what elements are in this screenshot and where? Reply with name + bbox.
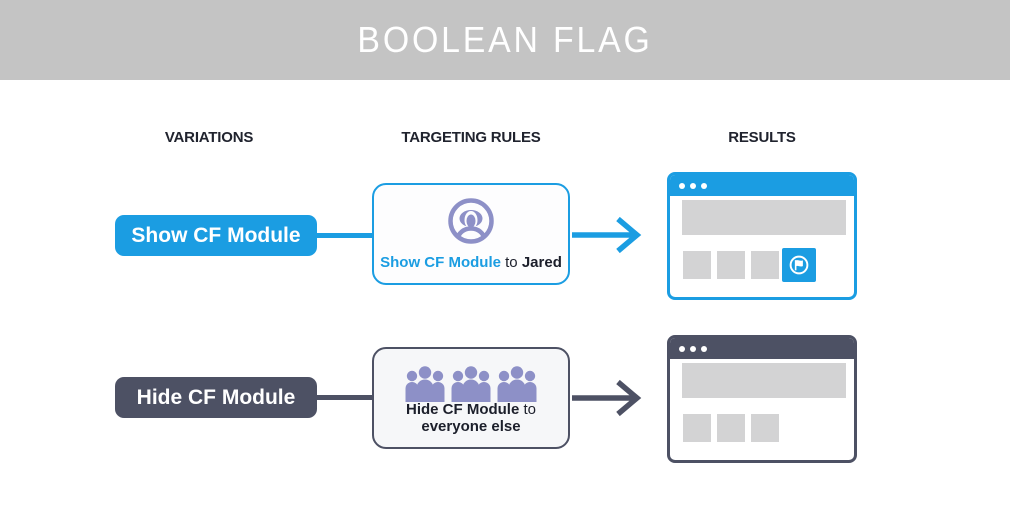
rule-text: Hide CF Module to everyone else: [374, 401, 568, 435]
content-placeholder-block: [751, 414, 779, 442]
rule-text: Show CF Module to Jared: [374, 254, 568, 271]
browser-titlebar: [670, 338, 854, 359]
variation-pill-hide: Hide CF Module: [115, 377, 317, 418]
connector-line: [315, 395, 374, 400]
cf-module-tile: [782, 248, 816, 282]
window-dot: [701, 345, 707, 352]
arrow-right-icon: [572, 213, 644, 257]
window-dot: [679, 182, 685, 189]
rule-connector-text: to: [500, 254, 522, 271]
content-placeholder-banner: [682, 363, 846, 398]
rule-audience: everyone else: [421, 418, 521, 435]
rule-audience: Jared: [521, 254, 562, 271]
content-placeholder-block: [717, 414, 745, 442]
content-placeholder-block: [751, 251, 779, 279]
targeting-rule-box-show: Show CF Module to Jared: [372, 183, 570, 285]
content-placeholder-banner: [682, 200, 846, 235]
window-dot: [679, 345, 685, 352]
window-dot: [690, 182, 696, 189]
column-header-targeting-rules: TARGETING RULES: [401, 129, 541, 146]
targeting-rule-box-hide: Hide CF Module to everyone else: [372, 347, 570, 449]
result-browser-window-show: [667, 172, 857, 300]
user-in-circle-icon: [374, 197, 568, 245]
column-header-variations: VARIATIONS: [164, 129, 254, 146]
column-header-results: RESULTS: [728, 129, 796, 146]
variation-pill-show: Show CF Module: [115, 215, 317, 256]
result-browser-window-hide: [667, 335, 857, 463]
content-placeholder-block: [717, 251, 745, 279]
flag-in-circle-icon: [789, 255, 809, 275]
content-placeholder-block: [683, 251, 711, 279]
page-title: BOOLEAN FLAG: [357, 19, 653, 60]
title-banner: BOOLEAN FLAG: [0, 0, 1010, 80]
rule-flag-name: Hide CF Module: [405, 401, 520, 418]
connector-line: [315, 233, 374, 238]
crowd-icon: [374, 364, 568, 402]
rule-connector-text: to: [519, 401, 536, 418]
content-placeholder-block: [683, 414, 711, 442]
arrow-right-icon: [572, 376, 644, 420]
window-dot: [701, 182, 707, 189]
window-dot: [690, 345, 696, 352]
rule-flag-name: Show CF Module: [380, 254, 501, 271]
browser-titlebar: [670, 175, 854, 196]
